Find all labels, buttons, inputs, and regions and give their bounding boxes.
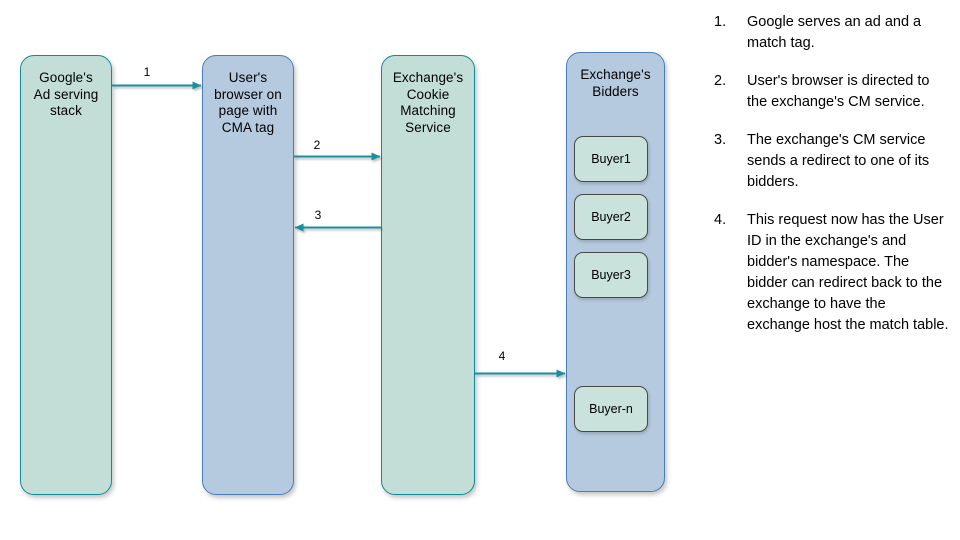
- bidder-chip-label: Buyer-n: [589, 401, 633, 416]
- bidder-chip-buyer2[interactable]: Buyer2: [574, 194, 648, 240]
- arrow-label-3: 3: [314, 208, 322, 222]
- arrow-label-2: 2: [313, 138, 321, 152]
- step-number: 3.: [714, 132, 727, 148]
- step-item-3: 3. The exchange's CM service sends a red…: [705, 130, 950, 193]
- step-text: This request now has the User ID in the …: [747, 212, 949, 333]
- bidder-chip-label: Buyer1: [591, 151, 631, 166]
- arrow-label-4: 4: [498, 349, 506, 363]
- step-text: User's browser is directed to the exchan…: [747, 73, 930, 110]
- step-number: 2.: [714, 73, 727, 89]
- bidder-chip-buyer-n[interactable]: Buyer-n: [574, 386, 648, 432]
- lane-label-user-browser: User's browser on page with CMA tag: [214, 70, 282, 135]
- step-number: 1.: [714, 14, 727, 30]
- bidder-chip-label: Buyer2: [591, 209, 631, 224]
- lane-label-exchange-cookie-matching-service: Exchange's Cookie Matching Service: [392, 70, 464, 135]
- arrow-label-1: 1: [143, 65, 151, 79]
- lane-label-exchange-bidders: Exchange's Bidders: [580, 67, 651, 99]
- step-text: Google serves an ad and a match tag.: [747, 14, 922, 51]
- bidder-chip-buyer1[interactable]: Buyer1: [574, 136, 648, 182]
- lane-google-ad-serving-stack: Google's Ad serving stack: [20, 55, 112, 495]
- steps-list: 1. Google serves an ad and a match tag. …: [705, 12, 950, 353]
- bidder-chip-label: Buyer3: [591, 267, 631, 282]
- step-item-4: 4. This request now has the User ID in t…: [705, 210, 950, 336]
- step-item-2: 2. User's browser is directed to the exc…: [705, 71, 950, 113]
- lane-user-browser: User's browser on page with CMA tag: [202, 55, 294, 495]
- lane-label-google-ad-serving-stack: Google's Ad serving stack: [33, 70, 99, 118]
- step-item-1: 1. Google serves an ad and a match tag.: [705, 12, 950, 54]
- lane-exchange-cookie-matching-service: Exchange's Cookie Matching Service: [381, 55, 475, 495]
- step-number: 4.: [714, 212, 727, 228]
- bidder-chip-buyer3[interactable]: Buyer3: [574, 252, 648, 298]
- step-text: The exchange's CM service sends a redire…: [747, 132, 930, 190]
